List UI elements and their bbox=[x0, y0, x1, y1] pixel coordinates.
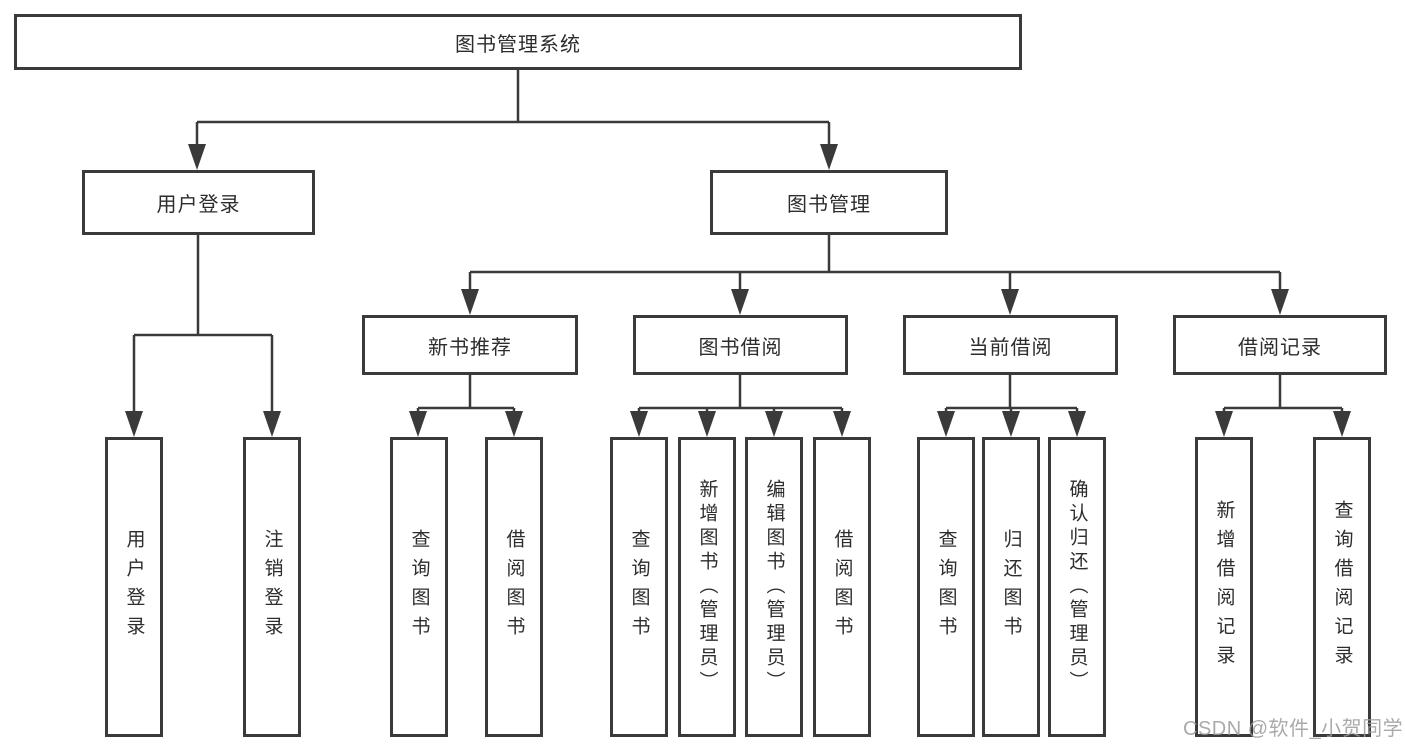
node-book-borrow: 图书借阅 bbox=[633, 315, 848, 375]
arrowhead bbox=[937, 411, 955, 437]
arrowhead bbox=[630, 411, 648, 437]
leaf-logout: 注销登录 bbox=[243, 437, 301, 737]
connector-root bbox=[195, 70, 831, 146]
arrowhead bbox=[820, 144, 838, 170]
arrowheads bbox=[125, 144, 1351, 437]
leaf-add-borrow-record: 新增借阅记录 bbox=[1195, 437, 1253, 737]
node-current-borrow: 当前借阅 bbox=[903, 315, 1118, 375]
arrowhead bbox=[698, 411, 716, 437]
arrowhead bbox=[731, 289, 749, 315]
node-borrow-records: 借阅记录 bbox=[1173, 315, 1387, 375]
arrowhead bbox=[765, 411, 783, 437]
connector-borrow-records bbox=[1222, 375, 1344, 413]
connector-current-borrow bbox=[944, 375, 1079, 413]
leaf-query-books-current: 查询图书 bbox=[917, 437, 975, 737]
arrowhead bbox=[505, 411, 523, 437]
leaf-query-books-recommend: 查询图书 bbox=[390, 437, 448, 737]
connector-book-management bbox=[468, 235, 1282, 291]
arrowhead bbox=[833, 411, 851, 437]
leaf-edit-books-admin: 编辑图书（管理员） bbox=[745, 437, 803, 737]
node-user-login: 用户登录 bbox=[82, 170, 315, 235]
arrowhead bbox=[1068, 411, 1086, 437]
leaf-borrow-books-recommend: 借阅图书 bbox=[485, 437, 543, 737]
leaf-return-books: 归还图书 bbox=[982, 437, 1040, 737]
arrowhead bbox=[263, 411, 281, 437]
arrowhead bbox=[1001, 289, 1019, 315]
node-new-book-recommend: 新书推荐 bbox=[362, 315, 578, 375]
arrowhead bbox=[188, 144, 206, 170]
arrowhead bbox=[409, 411, 427, 437]
leaf-borrow-books: 借阅图书 bbox=[813, 437, 871, 737]
arrowhead bbox=[1002, 411, 1020, 437]
leaf-query-books-borrow: 查询图书 bbox=[610, 437, 668, 737]
arrowhead bbox=[461, 289, 479, 315]
leaf-user-login: 用户登录 bbox=[105, 437, 163, 737]
node-book-management: 图书管理 bbox=[710, 170, 948, 235]
arrowhead bbox=[125, 411, 143, 437]
node-root-library-system: 图书管理系统 bbox=[14, 14, 1022, 70]
leaf-query-borrow-record: 查询借阅记录 bbox=[1313, 437, 1371, 737]
leaf-confirm-return-admin: 确认归还（管理员） bbox=[1048, 437, 1106, 737]
connector-user-login bbox=[132, 235, 274, 413]
connector-book-borrow bbox=[637, 375, 844, 413]
arrowhead bbox=[1215, 411, 1233, 437]
arrowhead bbox=[1271, 289, 1289, 315]
leaf-add-books-admin: 新增图书（管理员） bbox=[678, 437, 736, 737]
arrowhead bbox=[1333, 411, 1351, 437]
connector-new-book-recommend bbox=[416, 375, 516, 413]
csdn-watermark: CSDN @软件_小贺同学 bbox=[1183, 718, 1404, 740]
